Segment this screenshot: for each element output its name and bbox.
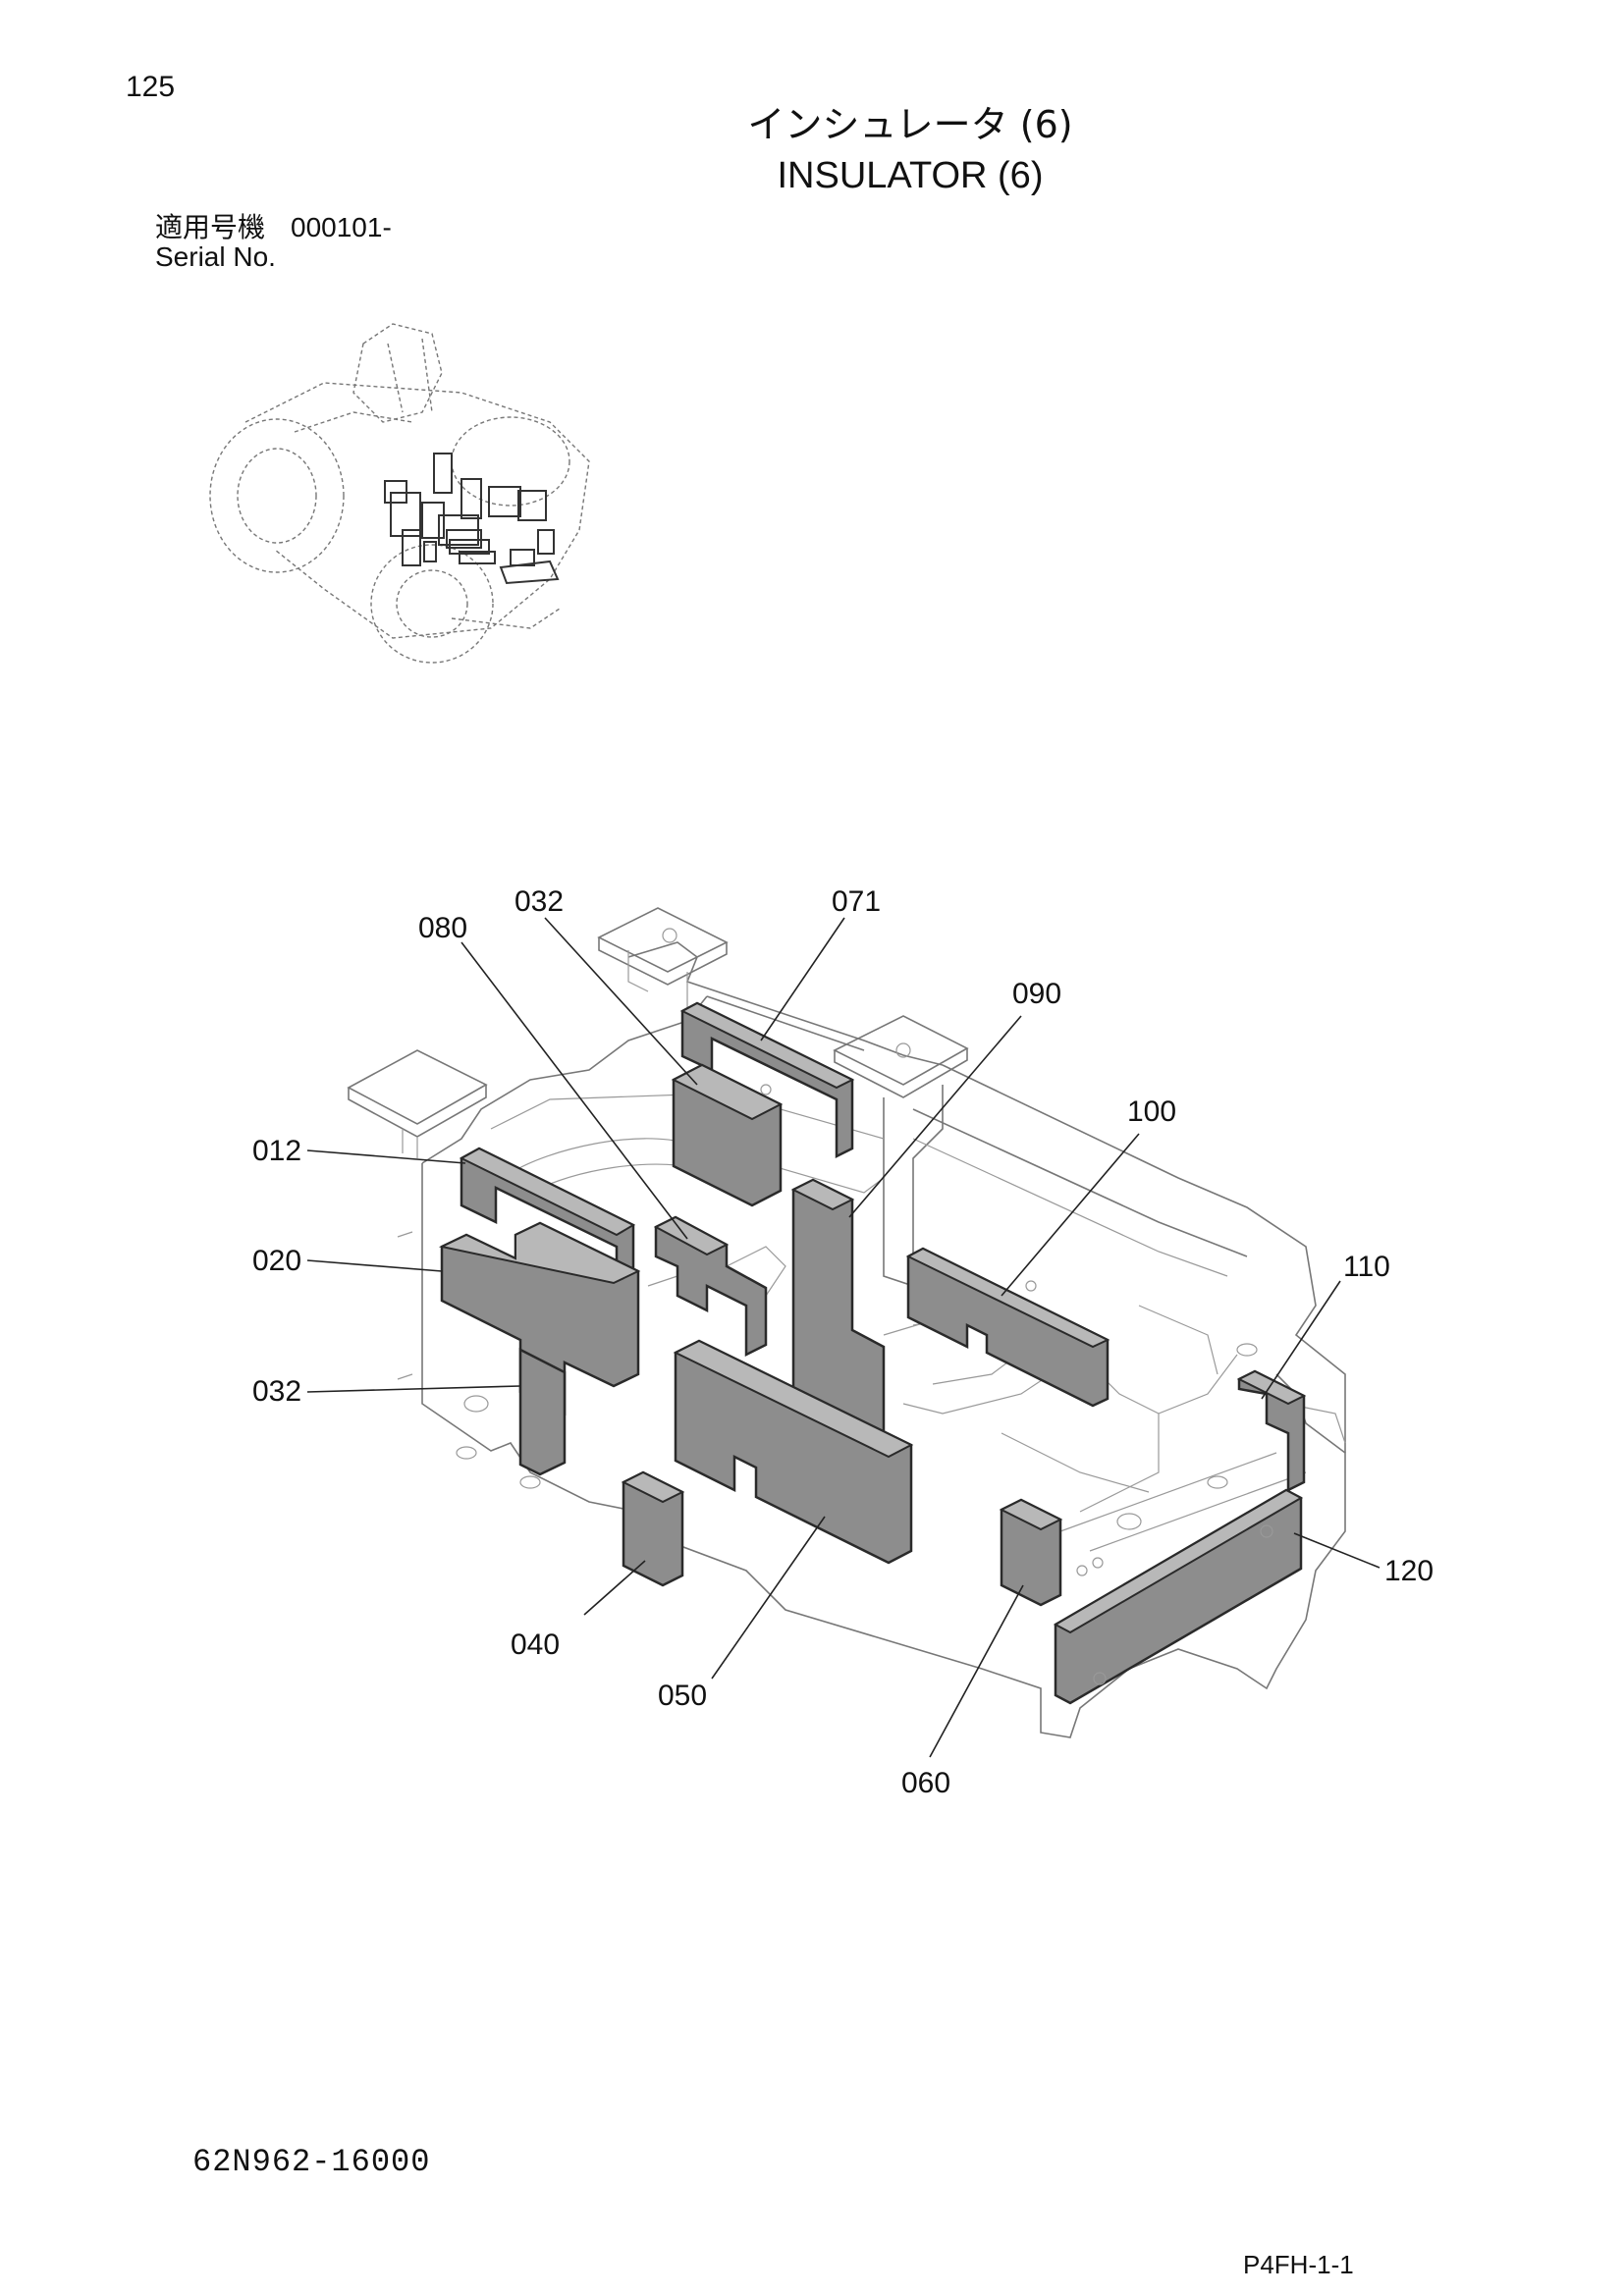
page-title-english: INSULATOR (6) (777, 155, 1044, 196)
page-title-japanese: インシュレータ (6) (747, 103, 1073, 146)
insulator-080 (654, 1215, 768, 1358)
serial-range: 適用号機 000101- (155, 206, 392, 245)
page-code: P4FH-1-1 (1243, 2250, 1354, 2279)
callout-020: 020 (252, 1245, 301, 1277)
callout-100: 100 (1127, 1095, 1176, 1128)
callout-labels: 080 032 071 090 100 012 020 032 110 120 … (252, 885, 1434, 1799)
callout-050: 050 (658, 1680, 707, 1712)
page-number: 125 (126, 71, 176, 103)
callout-071: 071 (832, 885, 881, 918)
serial-label-english: Serial No. (155, 241, 276, 272)
callout-060: 060 (901, 1767, 950, 1799)
serial-value: 000101- (291, 212, 392, 242)
leader-lines (306, 917, 1380, 1758)
callout-120: 120 (1384, 1555, 1434, 1587)
callout-110: 110 (1343, 1251, 1390, 1283)
insulator-120 (1054, 1488, 1303, 1705)
callout-032-upper: 032 (514, 885, 564, 918)
insulator-032-lower (518, 1347, 567, 1476)
callout-012: 012 (252, 1135, 301, 1167)
callout-090: 090 (1012, 978, 1061, 1010)
drawing-code: 62N962-16000 (192, 2144, 431, 2180)
serial-label-japanese: 適用号機 (155, 211, 266, 243)
locator-thumbnail (209, 323, 590, 664)
callout-032-lower: 032 (252, 1375, 301, 1408)
callout-080: 080 (418, 912, 467, 944)
insulator-pads (438, 1001, 1307, 1705)
callout-040: 040 (511, 1629, 560, 1661)
